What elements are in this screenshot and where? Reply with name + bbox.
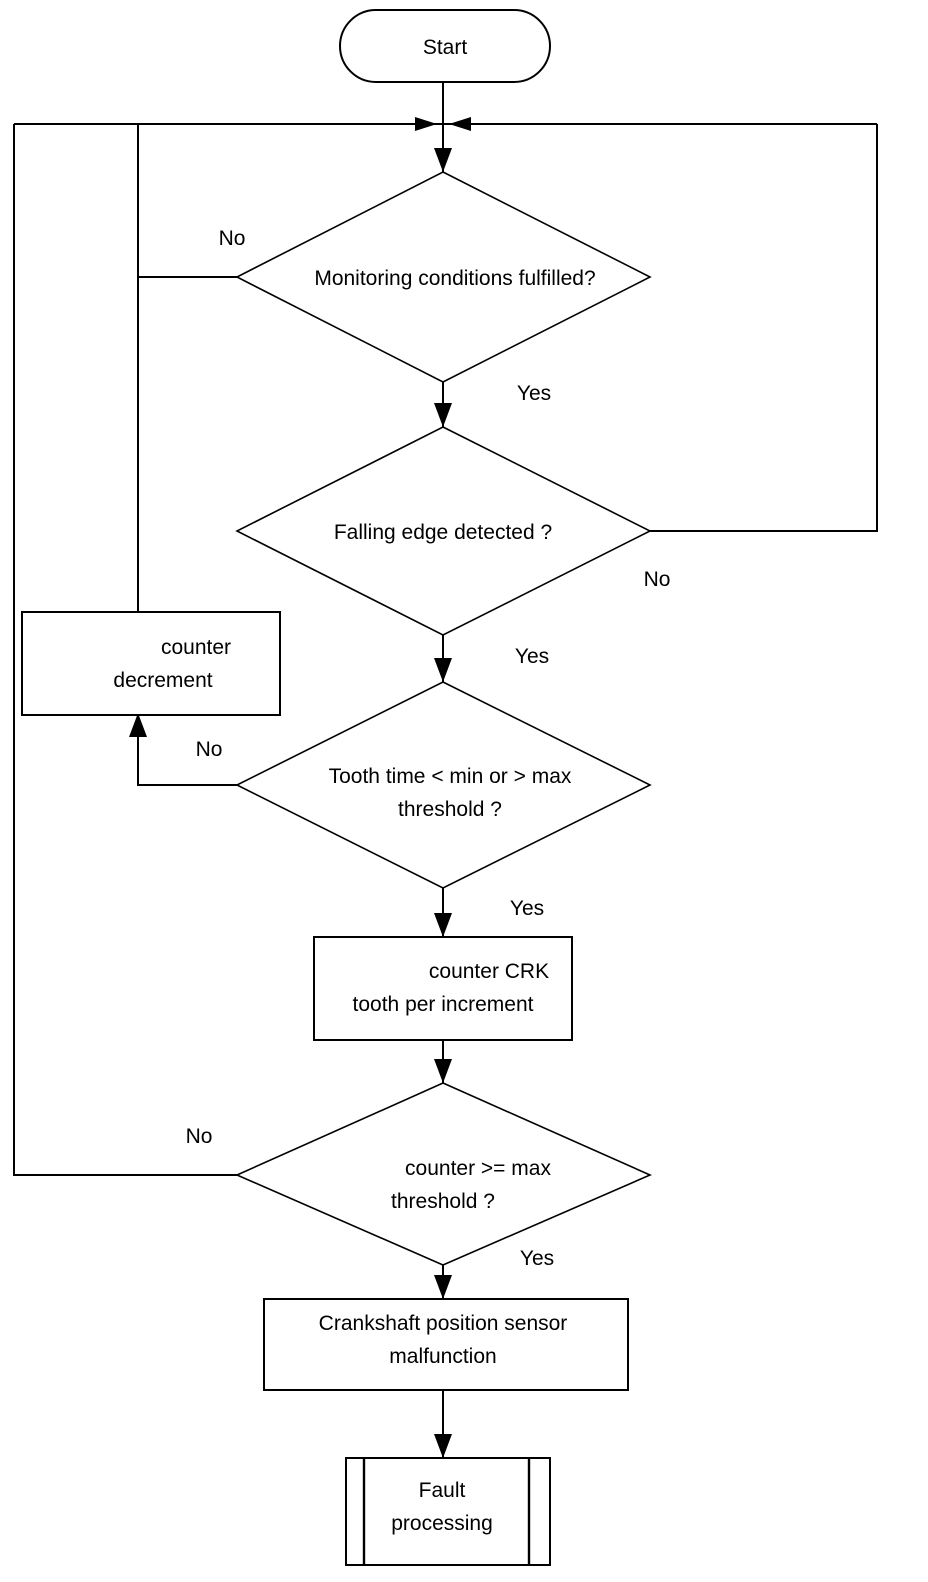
node-monitoring-conditions[interactable]: Monitoring conditions fulfilled? xyxy=(235,171,652,383)
edge-label-falling-edge-yes: Yes xyxy=(515,645,549,668)
counter-decrement-label-line2: decrement xyxy=(113,669,212,692)
edge-label-monitoring-no: No xyxy=(219,227,246,250)
edge-monitoring-no-loop xyxy=(137,124,237,278)
node-fault-processing[interactable]: Fault processing xyxy=(345,1457,551,1566)
arrow-into-counter-decrement xyxy=(129,713,147,737)
arrow-into-falling-edge xyxy=(434,403,452,427)
counter-increment-shape xyxy=(313,936,573,1041)
falling-edge-label: Falling edge detected ? xyxy=(334,521,552,544)
counter-max-label-line2: threshold ? xyxy=(391,1190,495,1213)
counter-max-label-line1: counter >= max xyxy=(405,1157,551,1180)
arrow-into-malfunction xyxy=(434,1275,452,1299)
edge-tooth-time-no-loop xyxy=(137,718,237,786)
edge-counter-max-no-loop xyxy=(13,124,237,1176)
monitoring-conditions-shape xyxy=(235,171,652,383)
edge-label-counter-max-no: No xyxy=(186,1125,213,1148)
arrow-into-counter-max xyxy=(434,1059,452,1083)
malfunction-shape xyxy=(263,1298,629,1391)
edge-label-tooth-time-yes: Yes xyxy=(510,897,544,920)
edge-label-falling-edge-no: No xyxy=(644,568,671,591)
edge-falling-edge-no-loop xyxy=(650,124,878,532)
tooth-time-label-line1: Tooth time < min or > max xyxy=(329,765,572,788)
node-counter-increment[interactable]: counter CRK tooth per increment xyxy=(313,936,573,1041)
arrow-into-counter-increment xyxy=(434,913,452,937)
counter-decrement-label-line1: counter xyxy=(161,636,231,659)
node-counter-max[interactable]: counter >= max threshold ? xyxy=(235,1082,652,1266)
merge-arrow-from-right xyxy=(449,117,471,131)
malfunction-label-line1: Crankshaft position sensor xyxy=(319,1312,568,1335)
start-label: Start xyxy=(423,36,468,59)
arrow-into-monitoring xyxy=(434,148,452,172)
merge-arrow-from-left xyxy=(415,117,437,131)
falling-edge-shape xyxy=(235,426,652,636)
tooth-time-shape xyxy=(235,681,652,889)
tooth-time-label-line2: threshold ? xyxy=(398,798,502,821)
start-shape xyxy=(339,9,551,83)
monitoring-conditions-label: Monitoring conditions fulfilled? xyxy=(314,267,595,290)
counter-max-shape xyxy=(235,1082,652,1266)
node-counter-decrement[interactable]: counter decrement xyxy=(21,611,281,716)
node-malfunction[interactable]: Crankshaft position sensor malfunction xyxy=(263,1298,629,1391)
edge-label-monitoring-yes: Yes xyxy=(517,382,551,405)
counter-decrement-shape xyxy=(21,611,281,716)
counter-increment-label-line2: tooth per increment xyxy=(353,993,534,1016)
node-tooth-time[interactable]: Tooth time < min or > max threshold ? xyxy=(235,681,652,889)
counter-increment-label-line1: counter CRK xyxy=(429,960,549,983)
edge-label-counter-max-yes: Yes xyxy=(520,1247,554,1270)
edge-label-tooth-time-no: No xyxy=(196,738,223,761)
node-falling-edge[interactable]: Falling edge detected ? xyxy=(235,426,652,636)
malfunction-label-line2: malfunction xyxy=(389,1345,496,1368)
fault-processing-label-line1: Fault xyxy=(419,1479,466,1502)
arrow-into-tooth-time xyxy=(434,658,452,682)
fault-processing-label-line2: processing xyxy=(391,1512,493,1535)
fault-processing-shape xyxy=(345,1457,551,1566)
node-start[interactable]: Start xyxy=(339,9,551,83)
arrow-into-fault-processing xyxy=(434,1434,452,1458)
